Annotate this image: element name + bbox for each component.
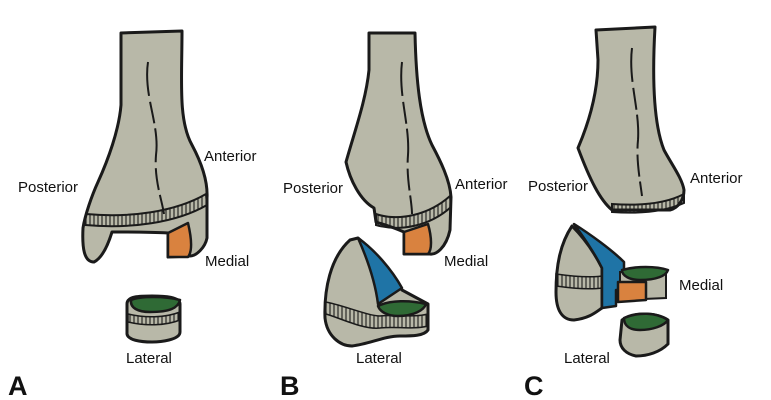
panel-c-blue-fragment (572, 222, 626, 310)
panel-a-letter: A (8, 371, 28, 400)
panel-a-medial-fragment (166, 221, 193, 259)
panel-b-anterior-label: Anterior (455, 176, 508, 193)
panel-a-anterior-label: Anterior (204, 148, 257, 165)
panel-c-lateral-label: Lateral (564, 350, 610, 367)
panel-c-anterior-label: Anterior (690, 170, 743, 187)
panel-c-green-cap (620, 265, 670, 282)
panel-b-posterior-label: Posterior (283, 180, 343, 197)
panel-c-lateral-fragment (618, 312, 670, 358)
panel-c-letter: C (524, 371, 544, 400)
panel-a-tibia-shaft (81, 29, 209, 264)
panel-a-fracture-line (146, 61, 165, 215)
panel-a-green-cap (129, 295, 182, 314)
panel-b-green-cap (376, 300, 428, 318)
panel-c-medial-fragment (616, 280, 648, 304)
panel-a-lateral-label: Lateral (126, 350, 172, 367)
panel-a-lateral-physis (127, 310, 181, 326)
panel-b-letter: B (280, 371, 300, 400)
panel-a-medial-label: Medial (205, 253, 249, 270)
panel-b-physis-band (375, 193, 453, 229)
panel-b-epiphysis-fragment (323, 236, 430, 348)
panel-c: Posterior Anterior Medial Lateral C (524, 25, 743, 400)
panel-b-physis-band (324, 301, 429, 329)
panel-c-lateral-green-cap (622, 312, 670, 332)
panel-b-blue-fragment (356, 236, 404, 306)
panel-b: Posterior Anterior Medial Lateral B (280, 31, 508, 400)
panel-c-physis-band (555, 273, 603, 290)
panel-a: Posterior Anterior Medial Lateral A (8, 29, 257, 400)
panel-c-physis-band (611, 192, 685, 214)
panel-b-medial-fragment (402, 222, 433, 256)
panel-c-fracture-line (630, 47, 643, 197)
panel-b-medial-label: Medial (444, 253, 488, 270)
panel-a-posterior-label: Posterior (18, 179, 78, 196)
panel-b-fracture-line (400, 61, 413, 215)
panel-c-posterior-label: Posterior (528, 178, 588, 195)
panel-b-lateral-label: Lateral (356, 350, 402, 367)
panel-c-epiphysis-fragment (554, 222, 670, 322)
panel-a-lateral-fragment (125, 294, 182, 344)
panel-a-physis-band (83, 192, 209, 228)
panel-c-medial-label: Medial (679, 277, 723, 294)
